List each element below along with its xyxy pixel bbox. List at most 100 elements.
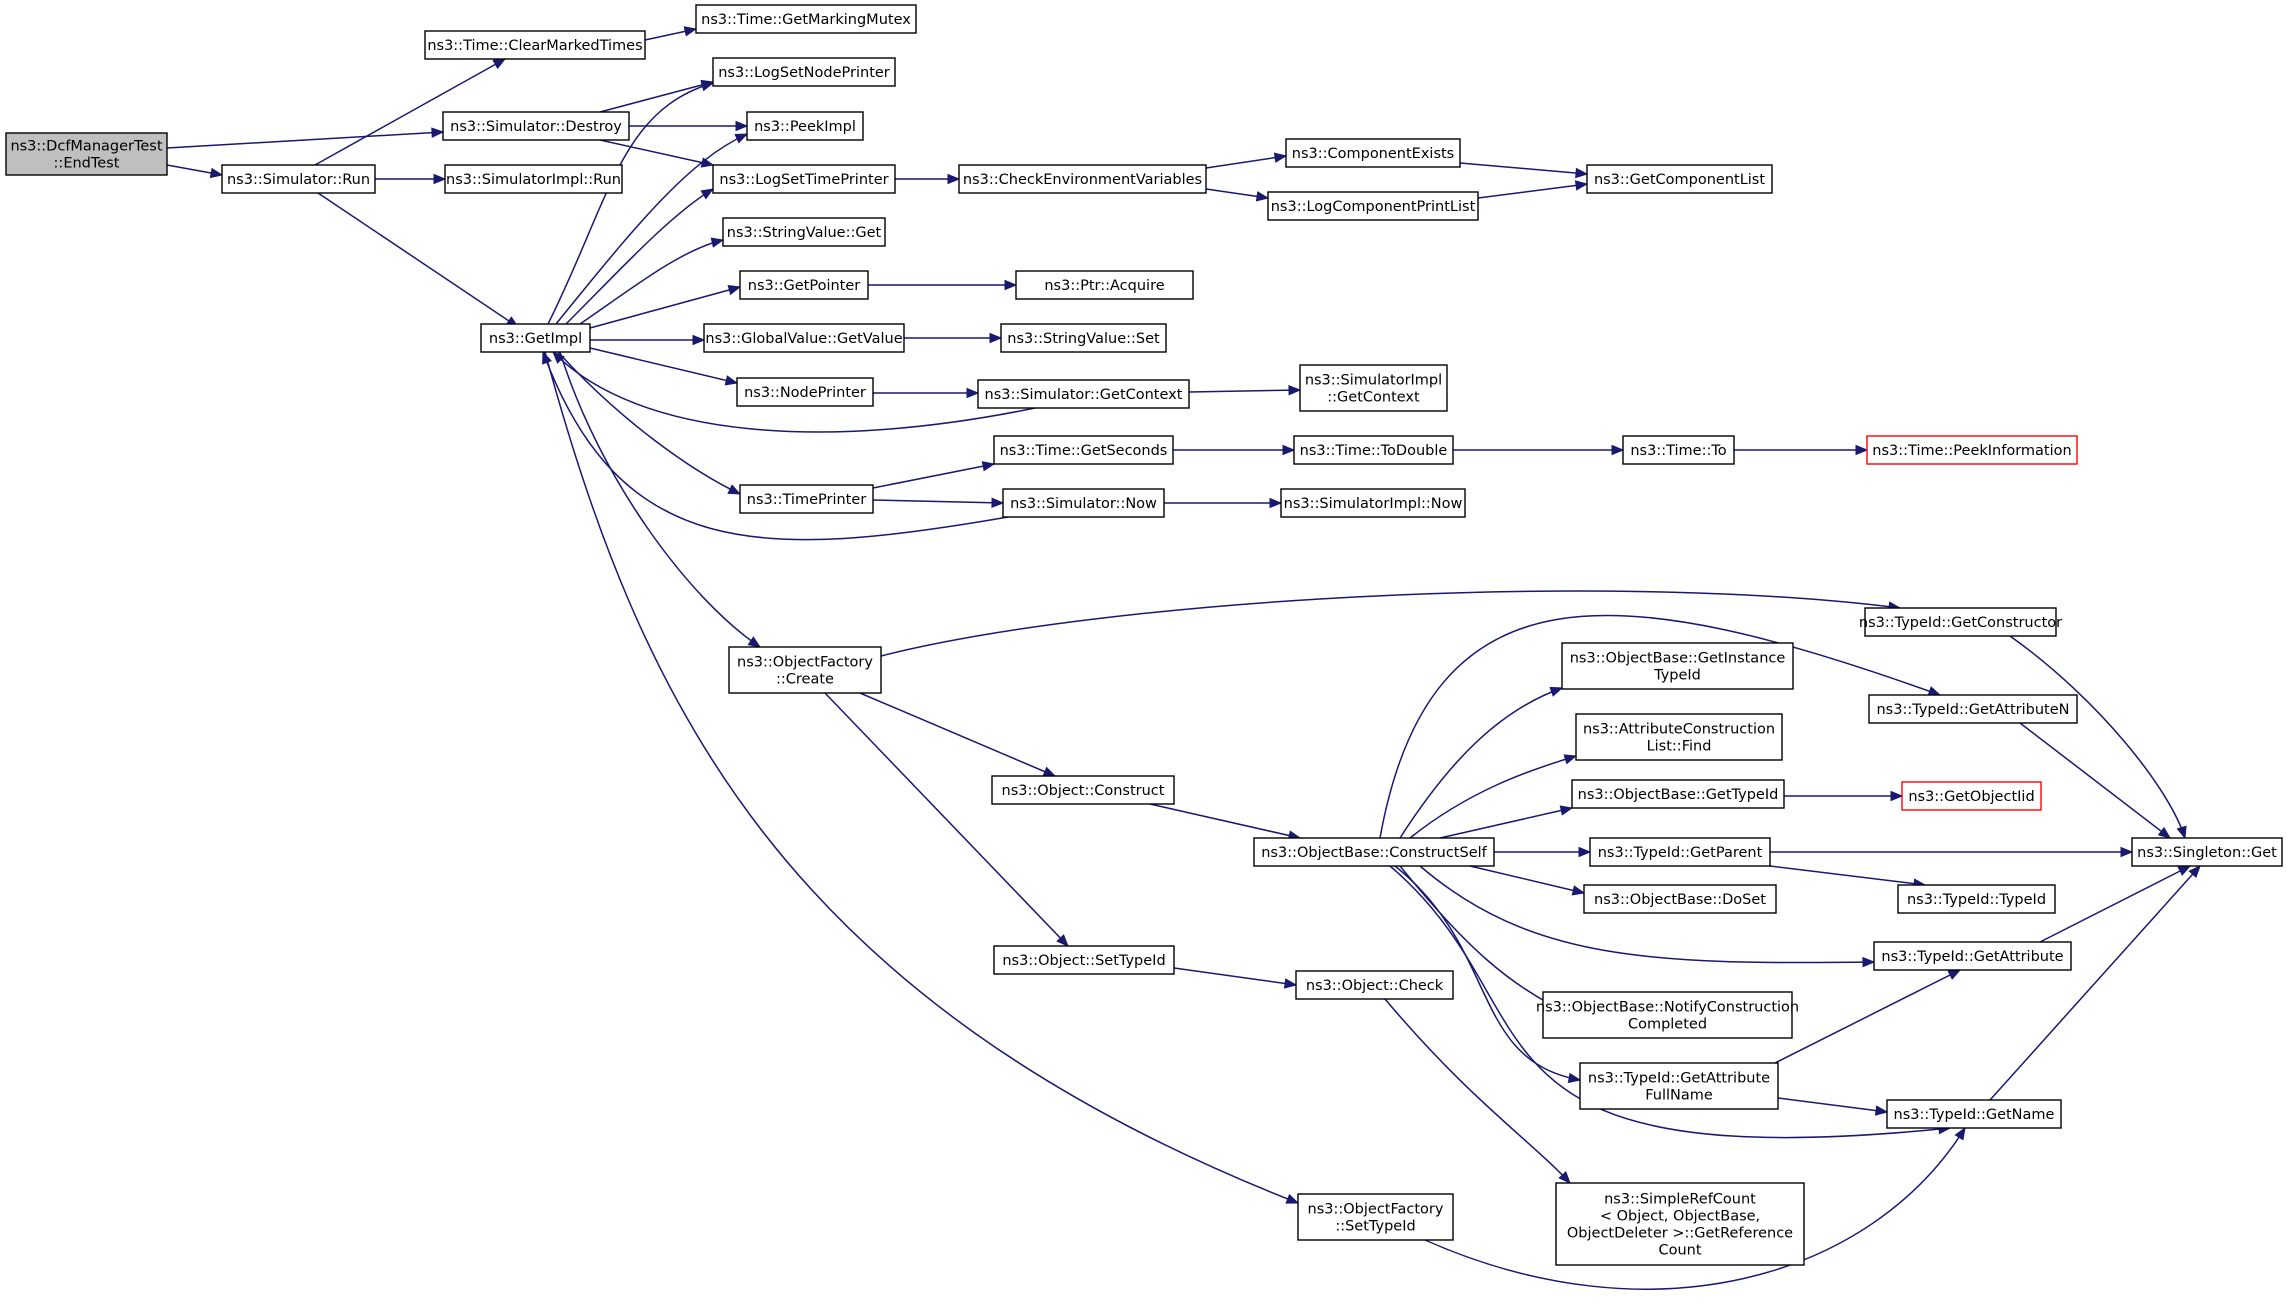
node-getObjIid[interactable]: ns3::GetObjectIid: [1901, 781, 2042, 811]
edge-gvGet-to-strSet-arrowhead: [989, 332, 1003, 344]
node-ofCreate[interactable]: ns3::ObjectFactory::Create: [728, 646, 882, 694]
node-label-compExists-line-0: ns3::ComponentExists: [1292, 146, 1455, 162]
node-timePeek[interactable]: ns3::Time::PeekInformation: [1866, 435, 2078, 465]
edge-tidGetAttrFull-to-tidGetName-line: [1777, 1097, 1888, 1113]
edge-obConstructSelf-to-tidGetParent-arrowhead: [1578, 846, 1592, 858]
node-getCompList[interactable]: ns3::GetComponentList: [1586, 164, 1773, 194]
node-label-checkEnv-line-0: ns3::CheckEnvironmentVariables: [963, 172, 1202, 188]
node-box-obConstructSelf: [1253, 837, 1495, 867]
node-label-simNow-line-0: ns3::Simulator::Now: [1010, 496, 1157, 512]
edge-simNow-to-simImplNow-arrowhead: [1269, 497, 1283, 509]
node-srcGetRef[interactable]: ns3::SimpleRefCount< Object, ObjectBase,…: [1555, 1182, 1805, 1266]
node-box-nodePrinter: [736, 377, 874, 407]
node-objSetTid[interactable]: ns3::Object::SetTypeId: [993, 945, 1175, 975]
edge-timeTo-to-timePeek-arrowhead: [1855, 444, 1869, 456]
node-simRun[interactable]: ns3::Simulator::Run: [221, 164, 376, 194]
edge-ofCreate-to-objConstruct: [859, 692, 1057, 777]
node-clearMarked[interactable]: ns3::Time::ClearMarkedTimes: [424, 30, 646, 60]
node-tidGetAttrN[interactable]: ns3::TypeId::GetAttributeN: [1868, 694, 2078, 724]
node-tidTypeId[interactable]: ns3::TypeId::TypeId: [1897, 884, 2056, 914]
edge-obConstructSelf-to-obGetTid: [1439, 805, 1574, 839]
edge-getImpl-to-timePrinter: [557, 351, 742, 495]
node-tidGetName[interactable]: ns3::TypeId::GetName: [1886, 1099, 2062, 1129]
node-ptrAcquire[interactable]: ns3::Ptr::Acquire: [1015, 270, 1194, 300]
node-getImpl[interactable]: ns3::GetImpl: [480, 323, 591, 353]
node-label-obGetTid-line-0: ns3::ObjectBase::GetTypeId: [1578, 787, 1779, 803]
node-box-clearMarked: [424, 30, 646, 60]
node-box-ofCreate: [728, 646, 882, 694]
node-logSetNode[interactable]: ns3::LogSetNodePrinter: [712, 57, 896, 87]
edge-objConstruct-to-obConstructSelf-line: [1149, 803, 1301, 839]
node-objCheck[interactable]: ns3::Object::Check: [1295, 970, 1454, 1000]
node-peekImpl[interactable]: ns3::PeekImpl: [746, 111, 864, 141]
edge-objSetTid-to-objCheck-arrowhead: [1283, 978, 1298, 989]
edge-dcf-to-simDestroy-arrowhead: [431, 127, 445, 138]
edge-obConstructSelf-to-obGetTid-arrowhead: [1559, 805, 1574, 816]
node-objConstruct[interactable]: ns3::Object::Construct: [991, 775, 1175, 805]
node-ofSetTid[interactable]: ns3::ObjectFactory::SetTypeId: [1297, 1193, 1454, 1241]
node-simGetCtx[interactable]: ns3::Simulator::GetContext: [977, 379, 1190, 409]
edge-getImpl-to-peekImpl: [555, 133, 749, 325]
node-checkEnv[interactable]: ns3::CheckEnvironmentVariables: [958, 164, 1207, 194]
node-label-srcGetRef-line-2: ObjectDeleter >::GetReference: [1567, 1226, 1793, 1242]
node-timeGetSec[interactable]: ns3::Time::GetSeconds: [993, 435, 1174, 465]
node-simImplRun[interactable]: ns3::SimulatorImpl::Run: [444, 164, 623, 194]
node-timeToDouble[interactable]: ns3::Time::ToDouble: [1293, 435, 1454, 465]
node-box-logCompPrint: [1267, 191, 1479, 221]
node-markingMutex[interactable]: ns3::Time::GetMarkingMutex: [695, 4, 917, 34]
edge-obConstructSelf-to-tidGetAttr-line: [1419, 865, 1875, 964]
node-tidGetAttr[interactable]: ns3::TypeId::GetAttribute: [1873, 941, 2072, 971]
edge-simGetCtx-to-simImplGetCtx-line: [1188, 389, 1301, 393]
node-label-obNotify-line-1: Completed: [1628, 1017, 1707, 1033]
edge-obConstructSelf-to-tidGetAttrN-arrowhead: [1927, 686, 1942, 697]
node-logCompPrint[interactable]: ns3::LogComponentPrintList: [1267, 191, 1479, 221]
node-nodePrinter[interactable]: ns3::NodePrinter: [736, 377, 874, 407]
node-getPointer[interactable]: ns3::GetPointer: [739, 270, 869, 300]
node-label-timeToDouble-line-0: ns3::Time::ToDouble: [1300, 443, 1448, 459]
edge-getImpl-to-getPointer-arrowhead: [727, 284, 742, 296]
node-strSet[interactable]: ns3::StringValue::Set: [1000, 323, 1167, 353]
node-obGetTid[interactable]: ns3::ObjectBase::GetTypeId: [1571, 779, 1785, 809]
node-logSetTime[interactable]: ns3::LogSetTimePrinter: [712, 164, 896, 194]
node-tidGetCtor[interactable]: ns3::TypeId::GetConstructor: [1859, 607, 2062, 637]
edge-ofCreate-to-objSetTid-arrowhead: [1056, 934, 1069, 947]
edge-simGetCtx-to-getImpl-line: [552, 351, 1036, 433]
node-label-dcf-line-0: ns3::DcfManagerTest: [10, 139, 162, 155]
node-gvGet[interactable]: ns3::GlobalValue::GetValue: [703, 323, 905, 353]
node-compExists[interactable]: ns3::ComponentExists: [1285, 138, 1461, 168]
node-obConstructSelf[interactable]: ns3::ObjectBase::ConstructSelf: [1253, 837, 1495, 867]
node-label-peekImpl-line-0: ns3::PeekImpl: [754, 119, 856, 135]
node-strGet[interactable]: ns3::StringValue::Get: [722, 217, 886, 247]
node-label-strSet-line-0: ns3::StringValue::Set: [1007, 331, 1160, 347]
edge-obConstructSelf-to-acFind-arrowhead: [1563, 754, 1578, 765]
node-timePrinter[interactable]: ns3::TimePrinter: [739, 484, 874, 514]
node-label-getCompList-line-0: ns3::GetComponentList: [1594, 172, 1765, 188]
edge-obConstructSelf-to-tidGetName-line: [1389, 865, 1951, 1139]
node-simImplGetCtx[interactable]: ns3::SimulatorImpl::GetContext: [1299, 364, 1448, 412]
node-obDoSet[interactable]: ns3::ObjectBase::DoSet: [1583, 884, 1777, 914]
edge-tidGetAttrFull-to-tidGetAttr: [1774, 969, 1962, 1064]
node-tidGetParent[interactable]: ns3::TypeId::GetParent: [1589, 837, 1771, 867]
edge-simGetCtx-to-getImpl-arrowhead: [552, 351, 565, 364]
node-timeTo[interactable]: ns3::Time::To: [1622, 435, 1735, 465]
node-box-acFind: [1575, 713, 1783, 761]
node-simDestroy[interactable]: ns3::Simulator::Destroy: [442, 111, 630, 141]
node-singletonGet[interactable]: ns3::Singleton::Get: [2131, 837, 2283, 867]
node-label-timeTo-line-0: ns3::Time::To: [1630, 443, 1726, 459]
node-simImplNow[interactable]: ns3::SimulatorImpl::Now: [1280, 488, 1466, 518]
edge-objSetTid-to-objCheck: [1173, 967, 1298, 989]
node-box-simNow: [1002, 488, 1165, 518]
node-label-srcGetRef-line-1: < Object, ObjectBase,: [1600, 1209, 1760, 1225]
edge-objCheck-to-srcGetRef-line: [1384, 998, 1571, 1184]
node-dcf[interactable]: ns3::DcfManagerTest::EndTest: [5, 132, 168, 176]
node-label-ofSetTid-line-0: ns3::ObjectFactory: [1308, 1202, 1444, 1218]
edge-checkEnv-to-compExists: [1205, 152, 1288, 169]
edge-obConstructSelf-to-obDoSet-arrowhead: [1571, 885, 1586, 896]
node-obNotify[interactable]: ns3::ObjectBase::NotifyConstructionCompl…: [1536, 991, 1799, 1039]
edge-timeToDouble-to-timeTo: [1453, 444, 1625, 456]
node-simNow[interactable]: ns3::Simulator::Now: [1002, 488, 1165, 518]
edge-objCheck-to-srcGetRef: [1384, 998, 1571, 1184]
